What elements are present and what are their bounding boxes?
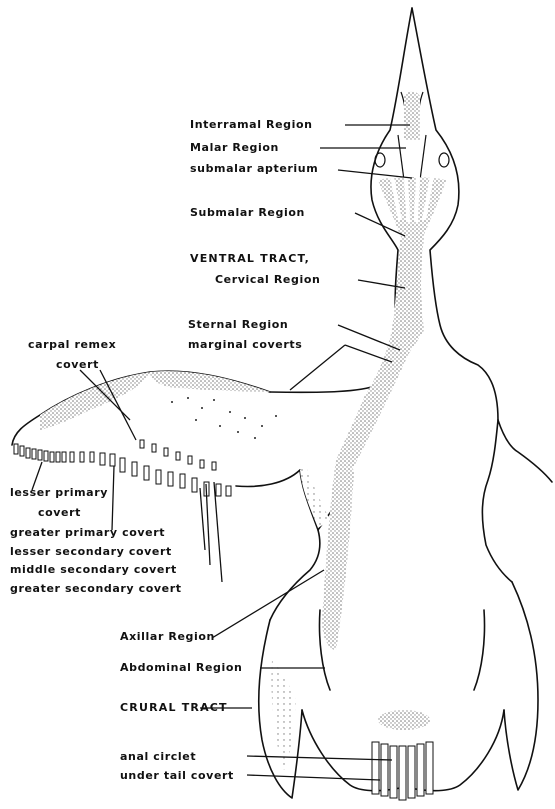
label-lesser-secondary-covert: lesser secondary covert [10,545,172,558]
axillar-region-tract [300,466,330,528]
label-under-tail-covert: under tail covert [120,769,234,782]
label-carpal-remex-covert: covert [56,358,99,371]
label-greater-primary-covert: greater primary covert [10,526,165,539]
label-lesser-primary-covert: covert [38,506,81,519]
anal-circlet-tract [378,710,430,730]
label-submalar-apterium: submalar apterium [190,162,318,175]
crural-tract [272,660,297,770]
leader-submalar-apterium [338,170,412,178]
label-submalar-region: Submalar Region [190,206,305,219]
sternal-region-tract [336,330,424,470]
label-middle-secondary-covert: middle secondary covert [10,563,177,576]
leader-under-tail [247,775,380,780]
label-lesser-primary: lesser primary [10,486,108,499]
label-abdominal-region: Abdominal Region [120,661,242,674]
abdominal-tract [322,460,354,650]
label-interramal-region: Interramal Region [190,118,313,131]
marginal-coverts-tract [150,371,270,392]
label-sternal-region: Sternal Region [188,318,288,331]
wing-covert-dots [171,397,277,439]
label-ventral-tract: VENTRAL TRACT, [190,252,310,265]
cervical-region-tract [392,238,424,330]
leader-greater-primary [112,466,114,530]
feather-tracts [40,92,446,771]
label-anal-circlet: anal circlet [120,750,196,763]
label-cervical-region: Cervical Region [215,273,320,286]
interramal-tract [404,92,420,141]
label-crural-tract: CRURAL TRACT [120,701,228,714]
leader-marginal-2 [290,345,345,390]
label-carpal-remex: carpal remex [28,338,116,351]
tail-feathers [372,742,433,800]
label-marginal-coverts: marginal coverts [188,338,302,351]
leader-greater-secondary [214,482,222,582]
label-greater-secondary-covert: greater secondary covert [10,582,182,595]
label-malar-region: Malar Region [190,141,279,154]
leader-marginal-1 [345,345,392,362]
submalar-region-tract [378,177,446,243]
label-axillar-region: Axillar Region [120,630,215,643]
leader-anal-circlet [247,756,392,760]
leader-lesser-secondary [200,488,205,550]
